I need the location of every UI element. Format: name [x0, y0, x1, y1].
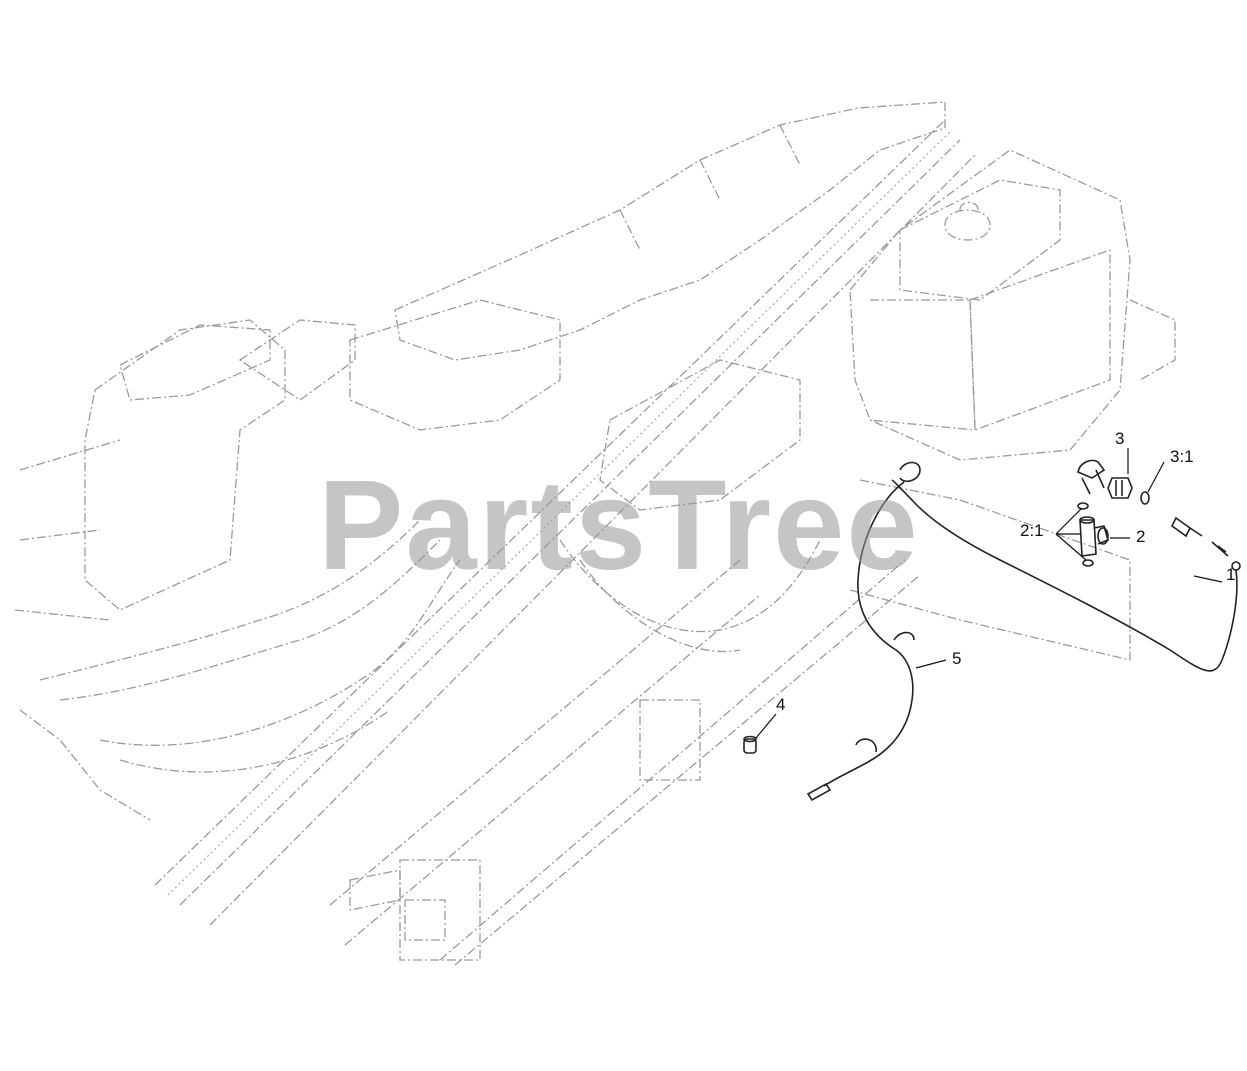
plug-part-4	[743, 735, 757, 754]
callout-5[interactable]: 5	[952, 649, 962, 668]
sensor-cable-part-1	[891, 479, 1241, 672]
leader-5	[915, 659, 947, 669]
callout-3[interactable]: 3	[1115, 429, 1125, 448]
o-ring-part-2-1-lower	[1082, 559, 1094, 567]
callout-4[interactable]: 4	[776, 695, 786, 714]
leader-2-1	[1055, 507, 1087, 561]
adapter-fitting	[1170, 516, 1203, 538]
leader-3-1	[1147, 461, 1165, 493]
callout-2-1[interactable]: 2:1	[1020, 521, 1044, 540]
elbow-fitting-part-3	[1077, 459, 1133, 499]
o-ring-part-2-1-upper	[1077, 502, 1089, 510]
wire-harness-part-5	[806, 461, 921, 802]
callout-3-1[interactable]: 3:1	[1170, 447, 1194, 466]
leader-4	[755, 713, 777, 739]
o-ring-part-3-1	[1140, 491, 1150, 505]
leader-lines	[755, 448, 1223, 739]
tee-fitting-part-2	[1079, 516, 1109, 557]
machine-frame-phantom	[14, 101, 1176, 966]
callout-1[interactable]: 1	[1226, 565, 1236, 584]
watermark-logo: PartsTree	[318, 454, 920, 597]
highlighted-parts	[743, 459, 1241, 802]
callout-2[interactable]: 2	[1136, 527, 1146, 546]
leader-1	[1193, 575, 1223, 583]
